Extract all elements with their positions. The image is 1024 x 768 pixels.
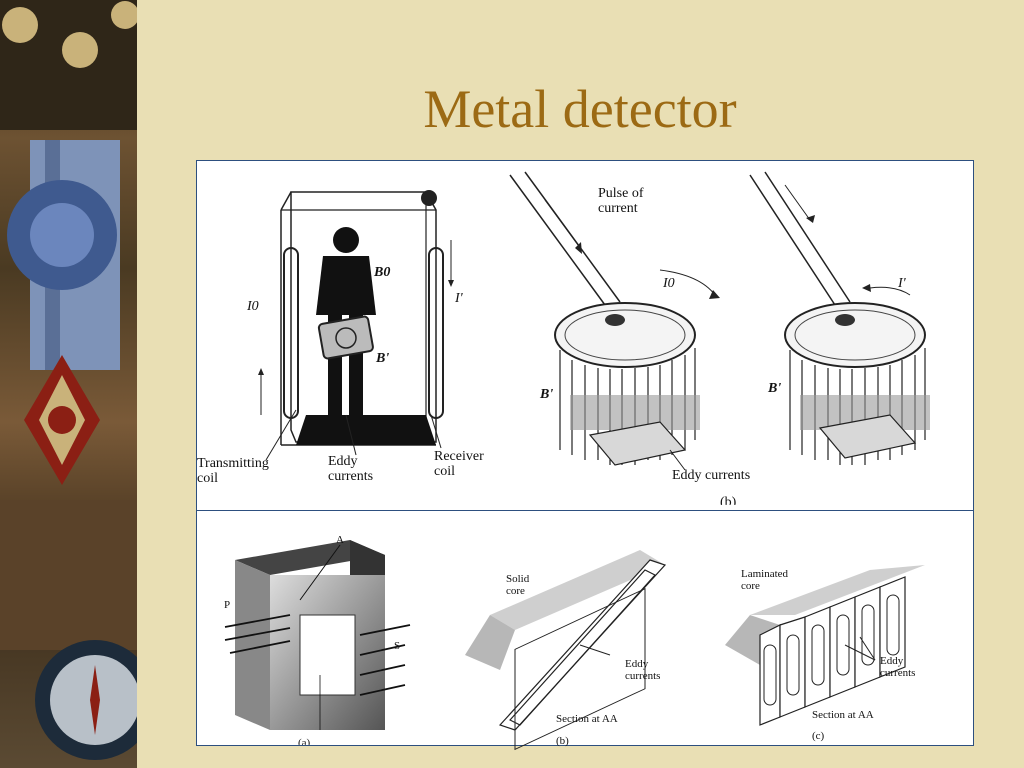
laminated-panel-label: (c)	[812, 730, 825, 742]
solid-core-diagram	[465, 550, 667, 751]
handheld-iprime-label: I'	[898, 276, 906, 291]
receiver-coil-label: Receiver coil	[434, 449, 484, 479]
transmitting-coil-label: Transmitting coil	[197, 456, 269, 486]
solid-panel-label: (b)	[556, 735, 569, 747]
solid-eddy-currents-label: Eddy currents	[625, 658, 661, 682]
walkthrough-gate-diagram	[258, 190, 454, 461]
handheld-eddy-currents-label: Eddy currents	[672, 468, 751, 483]
handheld-bprime-right-label: B'	[768, 381, 782, 396]
transformer-p-label: P	[224, 599, 231, 611]
gate-iprime-label: I'	[455, 291, 463, 306]
gate-eddy-currents-label: Eddy currents	[328, 454, 374, 484]
handheld-detector-diagram	[509, 171, 930, 471]
gate-b0-label: B0	[374, 265, 391, 280]
gate-i0-label: I0	[247, 299, 259, 314]
decorative-medal-strip	[0, 0, 137, 768]
laminated-core-label: Laminated core	[741, 568, 789, 592]
transformer-s-label: S	[394, 640, 401, 652]
figure-divider	[196, 510, 974, 511]
transformer-a-label: A	[336, 534, 344, 546]
pulse-of-current-label: Pulse of current	[598, 186, 644, 216]
transformer-panel-label: (a)	[298, 737, 311, 749]
solid-section-label: Section at AA	[556, 713, 618, 725]
medal-illustration	[0, 0, 137, 760]
transformer-core-diagram	[224, 540, 411, 730]
handheld-bprime-left-label: B'	[540, 387, 554, 402]
handheld-i0-label: I0	[663, 276, 675, 291]
laminated-eddy-currents-label: Eddy currents	[880, 655, 916, 679]
slide-title: Metal detector	[423, 79, 737, 139]
laminated-core-diagram	[725, 565, 925, 726]
gate-bprime-label: B'	[376, 351, 390, 366]
laminated-section-label: Section at AA	[812, 709, 874, 721]
solid-core-label: Solid core	[506, 573, 530, 597]
handheld-panel-label: (b)	[720, 495, 737, 510]
